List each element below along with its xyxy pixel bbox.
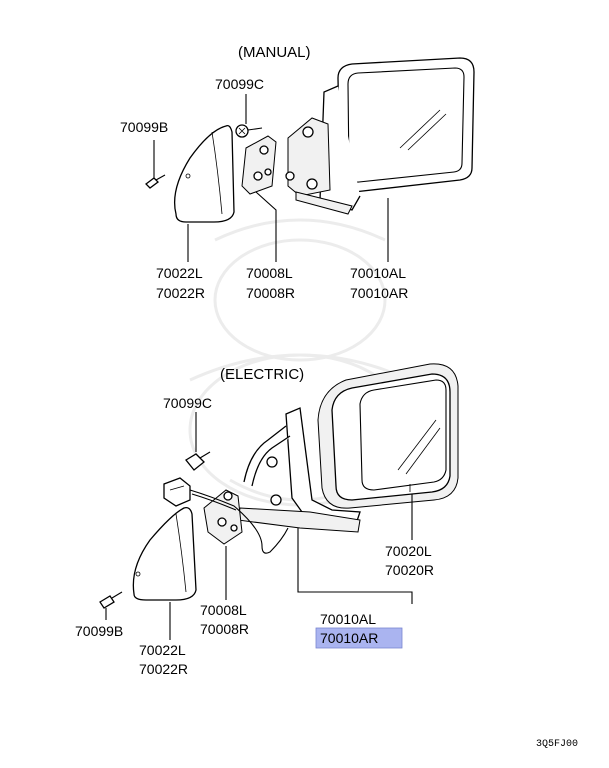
label-70010al-electric: 70010AL — [320, 611, 376, 627]
electric-mirror-cover — [132, 506, 197, 601]
label-70099b-manual: 70099B — [120, 119, 168, 135]
label-70020r-electric: 70020R — [385, 562, 434, 578]
label-70022r-electric: 70022R — [139, 661, 188, 677]
diagram-code: 3Q5FJ00 — [536, 739, 578, 750]
label-70099c-electric: 70099C — [163, 395, 212, 411]
electric-base-bracket — [203, 489, 243, 545]
label-70020l-electric: 70020L — [385, 543, 432, 559]
section-title-manual: (MANUAL) — [238, 44, 311, 61]
label-70099b-electric: 70099B — [75, 623, 123, 639]
highlight-70010ar — [315, 627, 403, 649]
electric-mirror-assembly — [317, 363, 459, 509]
manual-cover-screw — [145, 174, 166, 189]
electric-cover-screw — [99, 591, 123, 609]
label-70022l-electric: 70022L — [139, 642, 186, 658]
label-70008l-electric: 70008L — [200, 602, 247, 618]
label-70022l-manual: 70022L — [156, 265, 203, 281]
label-70099c-manual: 70099C — [215, 76, 264, 92]
label-70010ar-manual: 70010AR — [350, 285, 408, 301]
electric-wiring-harness — [163, 477, 289, 554]
electric-leader-lines — [105, 412, 413, 640]
manual-bracket-screw — [235, 124, 263, 138]
electric-stay-frame — [237, 407, 361, 533]
electric-bracket-screw — [185, 451, 211, 471]
manual-leader-lines — [153, 94, 389, 262]
manual-base-bracket — [241, 135, 277, 195]
label-70022r-manual: 70022R — [156, 285, 205, 301]
label-70010ar-electric[interactable]: 70010AR — [320, 630, 378, 646]
label-70010al-manual: 70010AL — [350, 265, 406, 281]
label-70008r-manual: 70008R — [246, 285, 295, 301]
manual-mirror-assembly — [285, 57, 475, 215]
label-70008l-manual: 70008L — [246, 265, 293, 281]
label-70008r-electric: 70008R — [200, 621, 249, 637]
manual-mirror-cover — [173, 124, 235, 223]
section-title-electric: (ELECTRIC) — [220, 366, 304, 383]
